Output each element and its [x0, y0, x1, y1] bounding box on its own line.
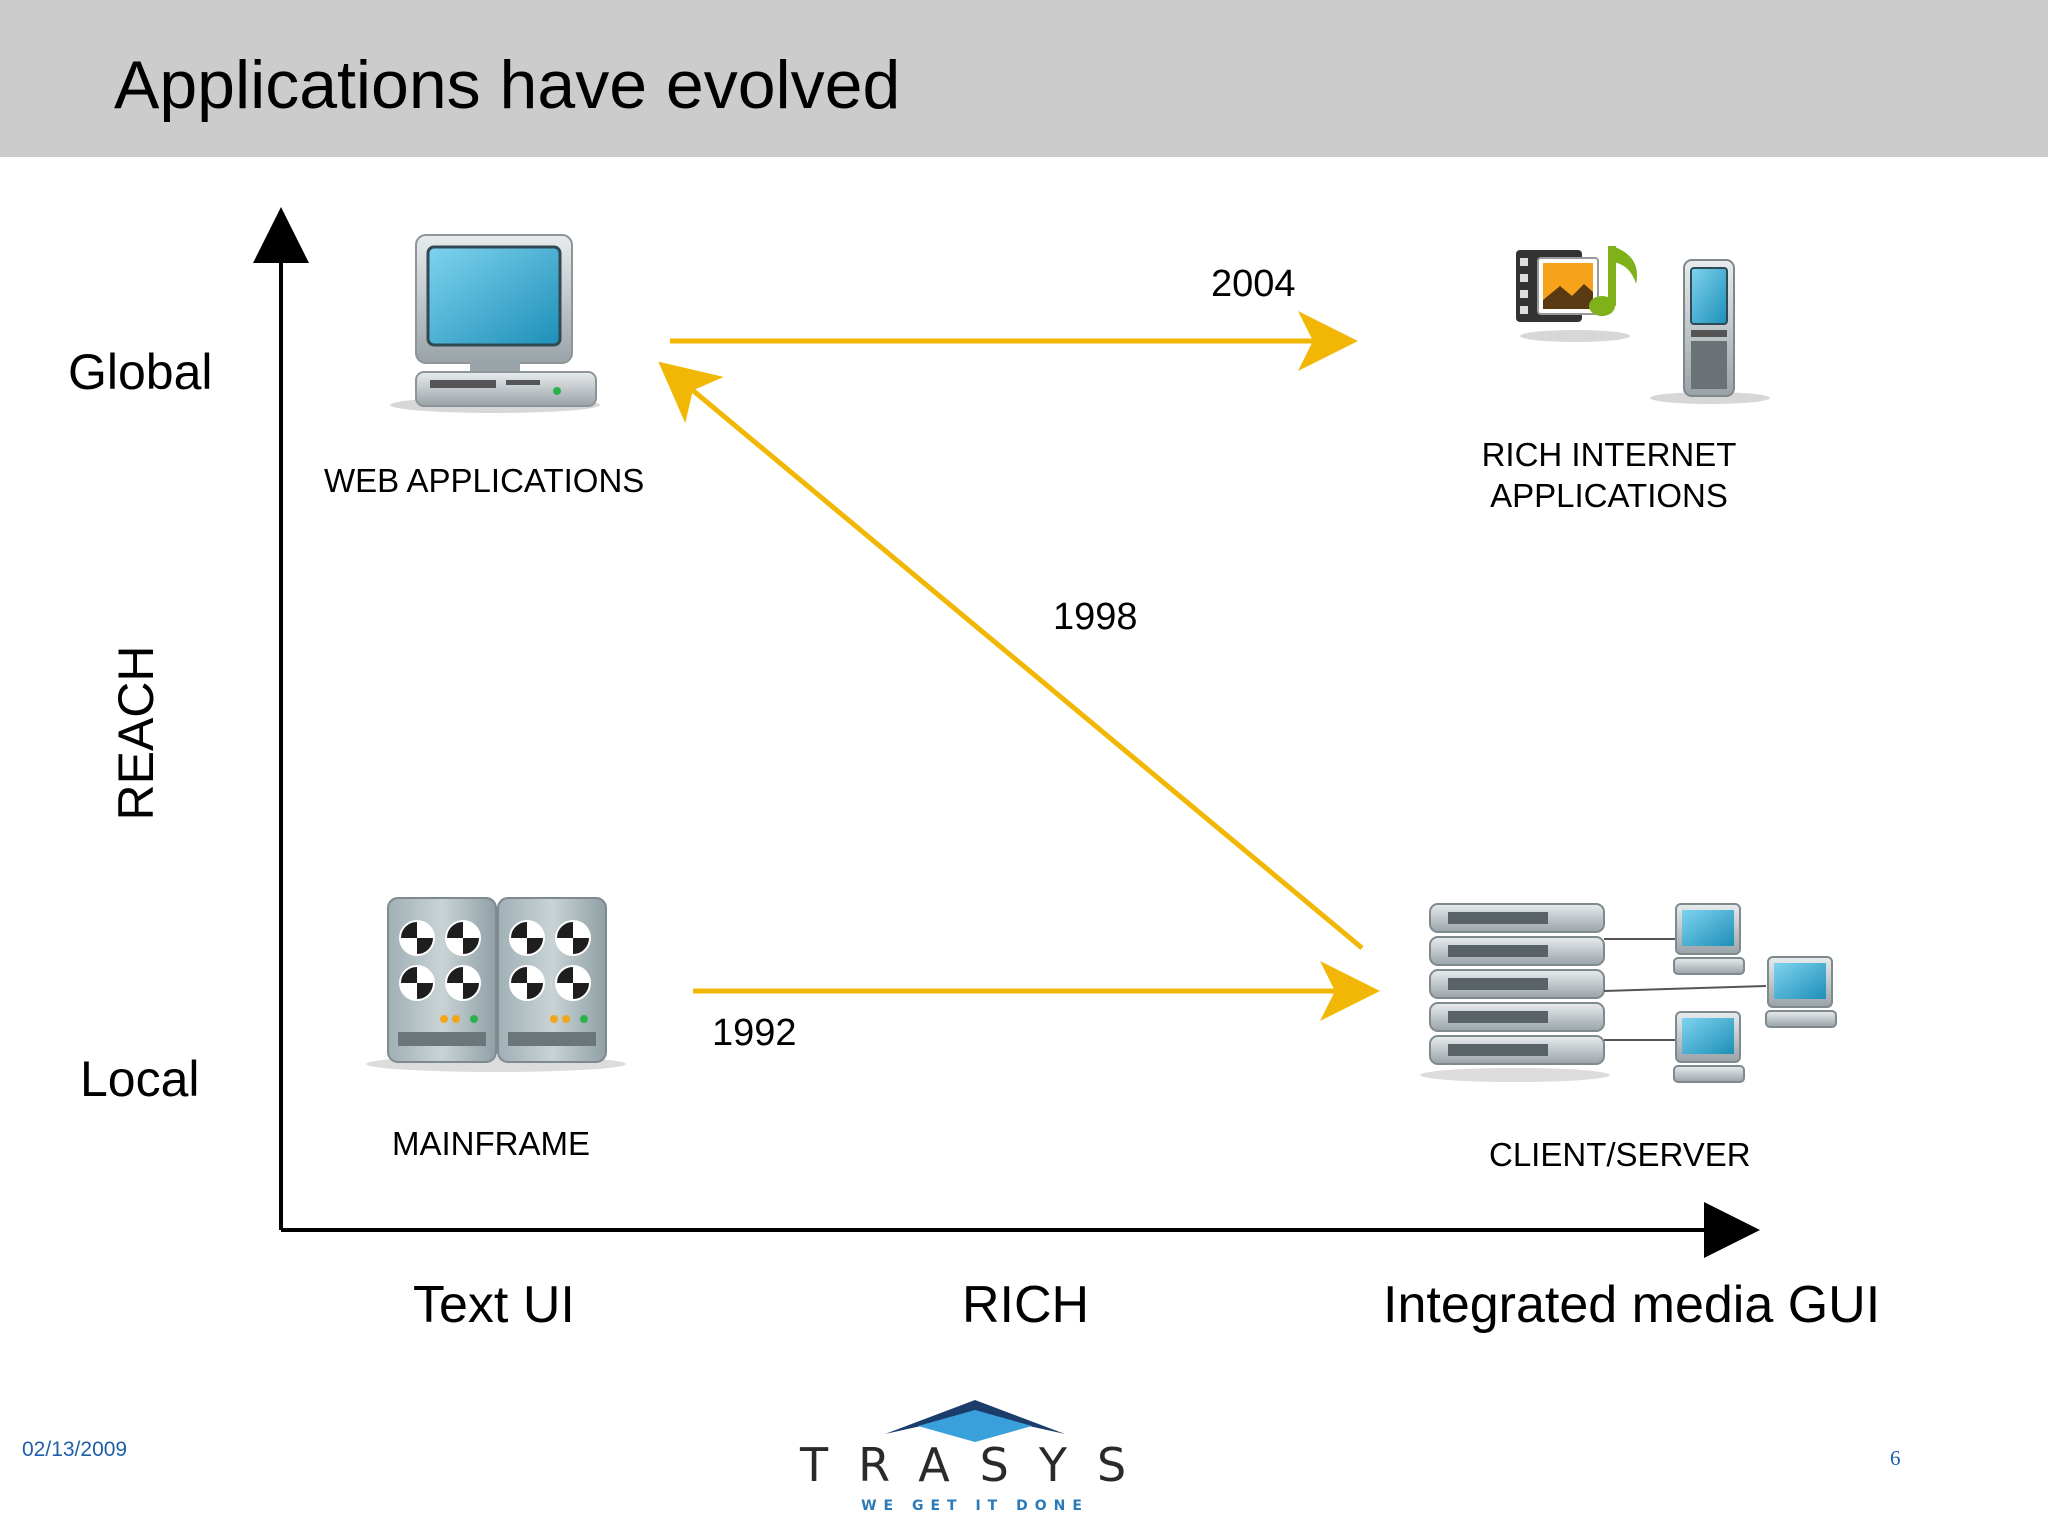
year-1998: 1998 [1053, 596, 1138, 638]
node-mainframe: MAINFRAME [392, 1125, 590, 1162]
client-terminal-icon [1673, 1011, 1745, 1083]
node-rich-internet-line2: APPLICATIONS [1490, 477, 1728, 514]
trasys-logo: TRASYS WE GET IT DONE [800, 1390, 1150, 1525]
logo-wordmark: TRASYS [800, 1438, 1157, 1492]
slide-title: Applications have evolved [114, 47, 901, 123]
y-axis-title: REACH [108, 645, 164, 821]
footer-date: 02/13/2009 [22, 1438, 128, 1461]
y-level-local: Local [80, 1051, 200, 1107]
x-level-integrated-media-gui: Integrated media GUI [1383, 1276, 1881, 1334]
logo-mark-icon [885, 1400, 1065, 1442]
node-rich-internet-applications: RICH INTERNET APPLICATIONS [1475, 434, 1743, 516]
node-web-applications: WEB APPLICATIONS [324, 462, 645, 499]
arrow-1998 [658, 361, 1364, 950]
node-rich-internet-line1: RICH INTERNET [1481, 436, 1737, 473]
media-phone-icon [1516, 246, 1770, 404]
client-server-icon [1420, 903, 1837, 1083]
year-2004: 2004 [1211, 263, 1296, 305]
desktop-computer-icon [390, 234, 600, 413]
title-bar [0, 0, 2048, 157]
node-client-server: CLIENT/SERVER [1489, 1136, 1751, 1173]
client-terminal-icon [1765, 956, 1837, 1028]
x-level-rich: RICH [962, 1276, 1090, 1334]
year-1992: 1992 [712, 1012, 797, 1054]
x-level-text-ui: Text UI [413, 1276, 575, 1334]
client-terminal-icon [1673, 903, 1745, 975]
y-level-global: Global [68, 344, 213, 400]
mainframe-icon [366, 897, 626, 1072]
page-number: 6 [1890, 1446, 1901, 1470]
logo-tagline: WE GET IT DONE [861, 1498, 1089, 1514]
